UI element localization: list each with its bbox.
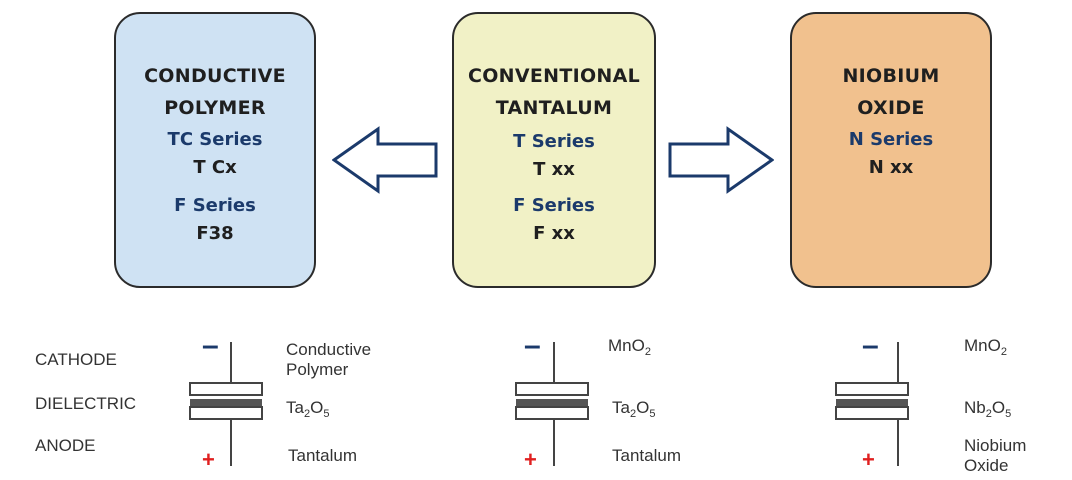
- conductive-polymer-box: CONDUCTIVE POLYMER TC Series T Cx F Seri…: [114, 12, 316, 288]
- anode-plus-sign: +: [524, 447, 537, 472]
- cathode-material: MnO2: [608, 336, 651, 358]
- dielectric-material: Ta2O5: [612, 398, 656, 420]
- box-title: NIOBIUM OXIDE: [842, 65, 940, 119]
- niobium-oxide-box: NIOBIUM OXIDE N Series N xx: [790, 12, 992, 288]
- anode-material: Tantalum: [612, 446, 681, 465]
- hollow-arrow-right-icon: [668, 126, 774, 194]
- capacitor-symbol-tantalum: – +: [512, 329, 602, 472]
- box-title: CONDUCTIVE POLYMER: [144, 65, 286, 119]
- series-entry: T Series T xx: [454, 128, 654, 184]
- series-entry: N Series N xx: [792, 126, 990, 182]
- cathode-material: MnO2: [964, 336, 1007, 358]
- series-code: F38: [196, 223, 234, 244]
- cathode-label: CATHODE: [35, 350, 117, 369]
- series-name: T Series: [513, 131, 595, 152]
- cathode-minus-sign: –: [202, 329, 219, 362]
- box-title: CONVENTIONAL TANTALUM: [467, 65, 641, 119]
- anode-label: ANODE: [35, 436, 96, 455]
- capacitor-icon: [189, 342, 263, 466]
- series-code: F xx: [533, 223, 575, 244]
- cathode-minus-sign: –: [862, 329, 879, 362]
- series-entry: F Series F xx: [454, 192, 654, 248]
- series-entry: F Series F38: [116, 192, 314, 248]
- series-name: F Series: [513, 195, 595, 216]
- anode-plus-sign: +: [862, 447, 875, 472]
- series-name: F Series: [174, 195, 256, 216]
- series-name: N Series: [848, 129, 934, 150]
- dielectric-material: Nb2O5: [964, 398, 1012, 420]
- dielectric-label: DIELECTRIC: [35, 394, 137, 413]
- series-code: N xx: [868, 157, 914, 178]
- series-name: TC Series: [167, 129, 263, 150]
- dielectric-material: Ta2O5: [286, 398, 330, 420]
- series-code: T xx: [533, 159, 575, 180]
- conventional-tantalum-box: CONVENTIONAL TANTALUM T Series T xx F Se…: [452, 12, 656, 288]
- cathode-material: Conductive Polymer: [286, 340, 372, 379]
- series-code: T Cx: [193, 157, 237, 178]
- capacitor-symbol-polymer: – +: [186, 329, 276, 472]
- anode-plus-sign: +: [202, 447, 215, 472]
- hollow-arrow-left-icon: [332, 126, 438, 194]
- capacitor-symbol-niobium: – +: [832, 329, 922, 472]
- anode-material: Tantalum: [288, 446, 357, 465]
- cathode-minus-sign: –: [524, 329, 541, 362]
- capacitor-icon: [515, 342, 589, 466]
- series-entry: TC Series T Cx: [116, 126, 314, 182]
- capacitor-icon: [835, 342, 909, 466]
- anode-material: Niobium Oxide: [964, 436, 1027, 475]
